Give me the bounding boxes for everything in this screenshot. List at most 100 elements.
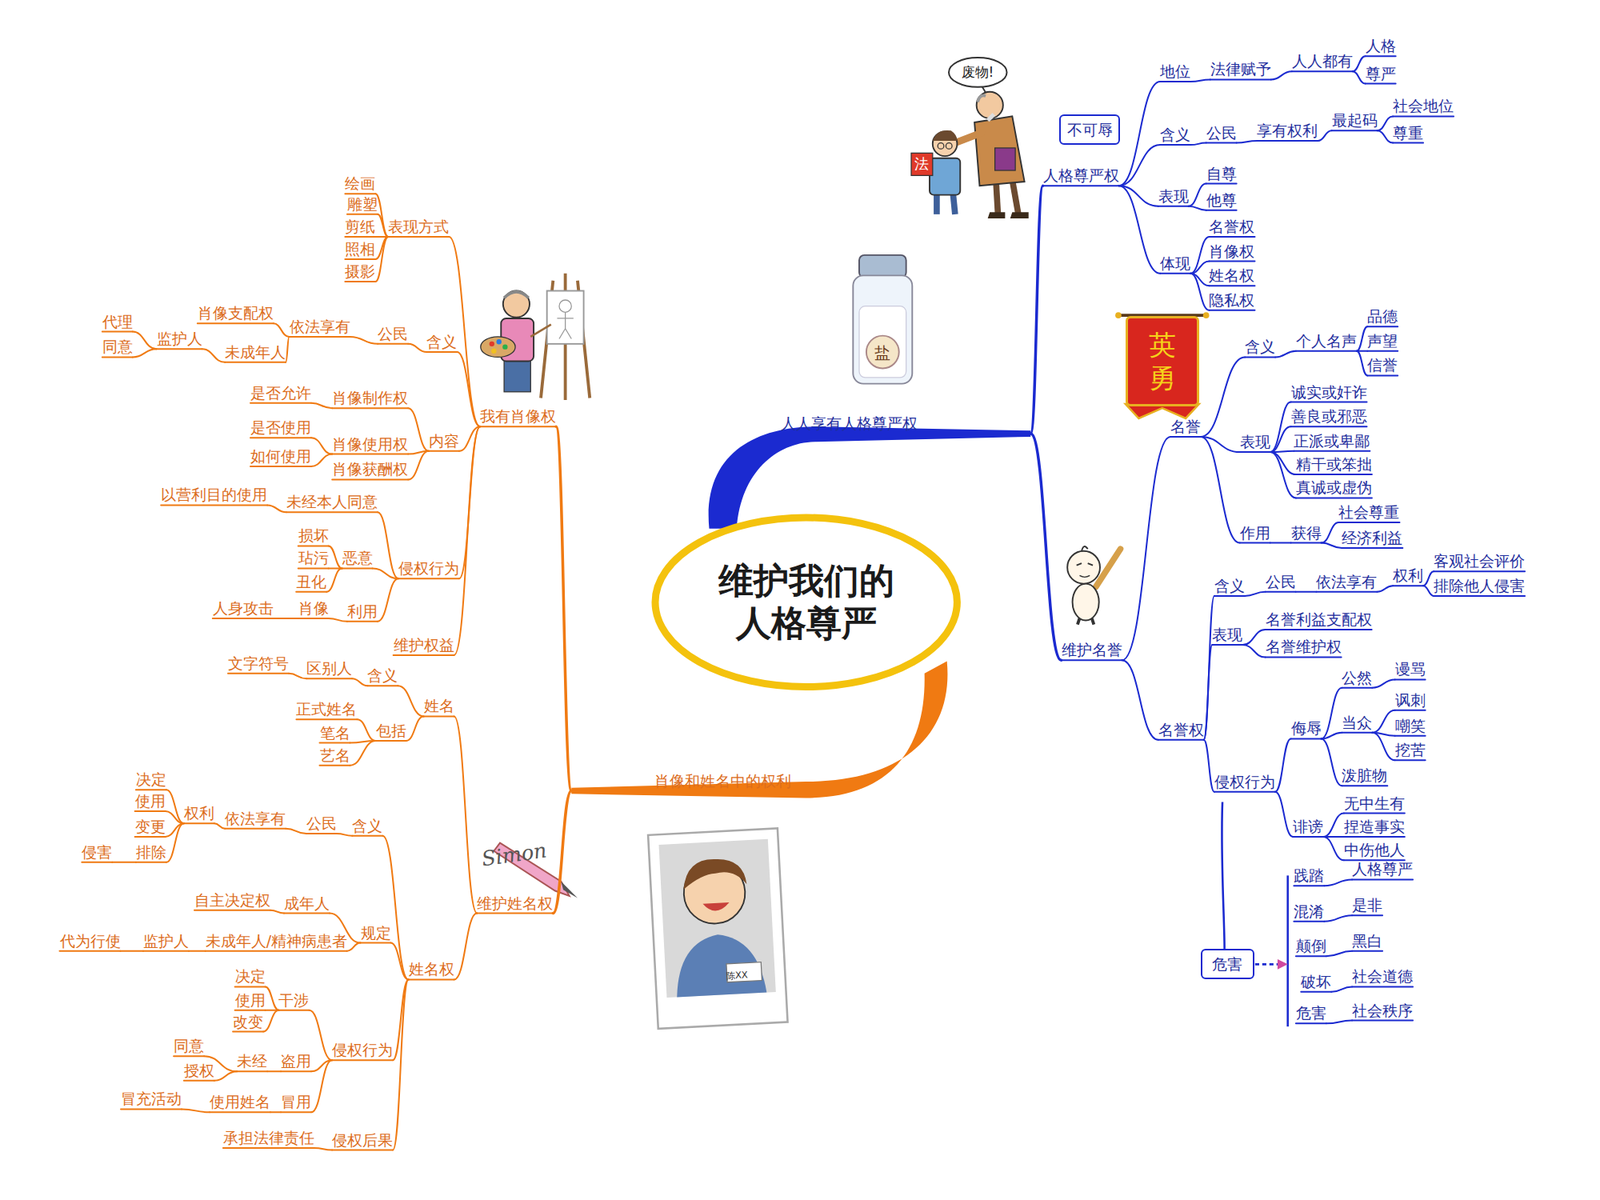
underline xyxy=(1296,473,1372,476)
branch-line xyxy=(454,716,478,913)
painter-figure xyxy=(480,273,590,400)
underline xyxy=(347,213,378,216)
underline xyxy=(1316,591,1377,593)
underline xyxy=(1240,542,1271,544)
branch-label: 绘画 xyxy=(344,175,376,193)
underline xyxy=(1292,70,1353,72)
child-figure xyxy=(933,193,940,215)
underline xyxy=(278,1009,309,1012)
branch-line xyxy=(165,811,184,824)
branch-line xyxy=(263,1010,279,1032)
branch-label: 姓名 xyxy=(424,697,455,716)
underline xyxy=(360,942,392,944)
underline xyxy=(1292,836,1324,838)
photo-frame xyxy=(648,828,788,1028)
branch-label: 公民 xyxy=(1206,124,1237,143)
underline xyxy=(1338,521,1400,524)
underline xyxy=(476,912,553,915)
underline xyxy=(235,1009,266,1012)
underline xyxy=(284,912,330,915)
branch-line xyxy=(1275,738,1292,792)
branch-label: 损坏 xyxy=(298,527,329,545)
branch-label: 自尊 xyxy=(1206,165,1237,184)
branch-label: 颠倒 xyxy=(1296,937,1327,956)
underline xyxy=(1214,791,1276,793)
branch-label: 肖像获酬权 xyxy=(332,460,408,479)
underline xyxy=(1158,739,1204,741)
branch-label: 如何使用 xyxy=(250,448,312,466)
underline xyxy=(1206,183,1237,185)
branch-line xyxy=(1200,436,1240,452)
node-text: 危害 xyxy=(1212,955,1243,974)
branch-line xyxy=(1236,140,1258,144)
painter-figure xyxy=(489,341,495,347)
underline xyxy=(235,985,266,988)
photo-frame xyxy=(673,932,767,997)
main-branch-band xyxy=(571,426,1031,798)
branch-line xyxy=(132,348,157,357)
branch-line xyxy=(311,454,332,467)
child-figure xyxy=(952,193,956,215)
branch-label: 人格尊严 xyxy=(1352,860,1413,879)
branch-label: 混淆 xyxy=(1293,903,1324,921)
underline xyxy=(135,836,166,838)
underline xyxy=(428,450,460,452)
branch-label: 侵权行为 xyxy=(1214,773,1276,792)
scolding-man-figure xyxy=(1012,179,1019,214)
branch-line xyxy=(1244,592,1266,596)
painter-figure xyxy=(530,324,552,337)
illustration-text: 陈XX xyxy=(726,969,748,982)
underline xyxy=(136,861,167,864)
branch-label: 破坏 xyxy=(1300,973,1332,992)
branch-label: 泼脏物 xyxy=(1341,767,1388,785)
branch-label: 未经 xyxy=(236,1052,268,1071)
underline xyxy=(1293,450,1370,452)
underline xyxy=(320,764,351,767)
underline xyxy=(408,978,455,980)
underline xyxy=(224,828,286,830)
branch-label: 文字符号 xyxy=(228,655,289,673)
branch-label: 人人享有人格尊严权 xyxy=(780,415,918,433)
branch-label: 是非 xyxy=(1352,896,1383,915)
branch-label: 改变 xyxy=(232,1013,264,1032)
branch-label: 名誉权 xyxy=(1208,218,1255,236)
underline xyxy=(143,950,189,952)
branch-line xyxy=(1200,436,1240,544)
branch-line xyxy=(1270,452,1296,475)
branch-label: 诚实或奸诈 xyxy=(1291,384,1368,402)
painter-figure xyxy=(504,292,529,299)
photo-frame xyxy=(682,857,748,890)
branch-label: 声望 xyxy=(1367,332,1398,351)
underline xyxy=(424,715,455,717)
illustration-text: 法 xyxy=(914,156,929,173)
branch-label: 谩骂 xyxy=(1395,660,1426,679)
central-topic: 维护我们的 人格尊严 xyxy=(648,510,964,695)
branch-label: 包括 xyxy=(376,722,407,740)
underline xyxy=(1395,709,1426,712)
photo-frame xyxy=(659,839,776,998)
branch-line xyxy=(311,403,332,408)
branch-label: 黑白 xyxy=(1352,932,1383,951)
node-text: 英勇 xyxy=(1146,328,1179,395)
underline xyxy=(1367,374,1398,376)
branch-label: 法律赋予 xyxy=(1210,60,1272,79)
branch-label: 变更 xyxy=(135,818,166,836)
branch-line xyxy=(188,950,206,952)
branch-line xyxy=(454,426,481,656)
branch-label: 享有权利 xyxy=(1256,122,1318,140)
branch-line xyxy=(270,1111,281,1113)
branch-line xyxy=(1377,130,1394,143)
child-figure xyxy=(929,158,960,196)
branch-line xyxy=(132,332,157,350)
underline xyxy=(1206,209,1237,212)
underline xyxy=(289,336,351,338)
child-figure xyxy=(911,152,933,176)
underline xyxy=(1293,920,1324,923)
branch-label: 未成年人/精神病患者 xyxy=(205,932,348,951)
branch-line xyxy=(1190,273,1209,311)
illustration-text: 盐 xyxy=(874,344,891,363)
branch-label: 成年人 xyxy=(284,895,330,913)
branch-label: 自主决定权 xyxy=(194,892,271,910)
underline xyxy=(60,950,121,952)
branch-label: 正式姓名 xyxy=(296,700,357,719)
